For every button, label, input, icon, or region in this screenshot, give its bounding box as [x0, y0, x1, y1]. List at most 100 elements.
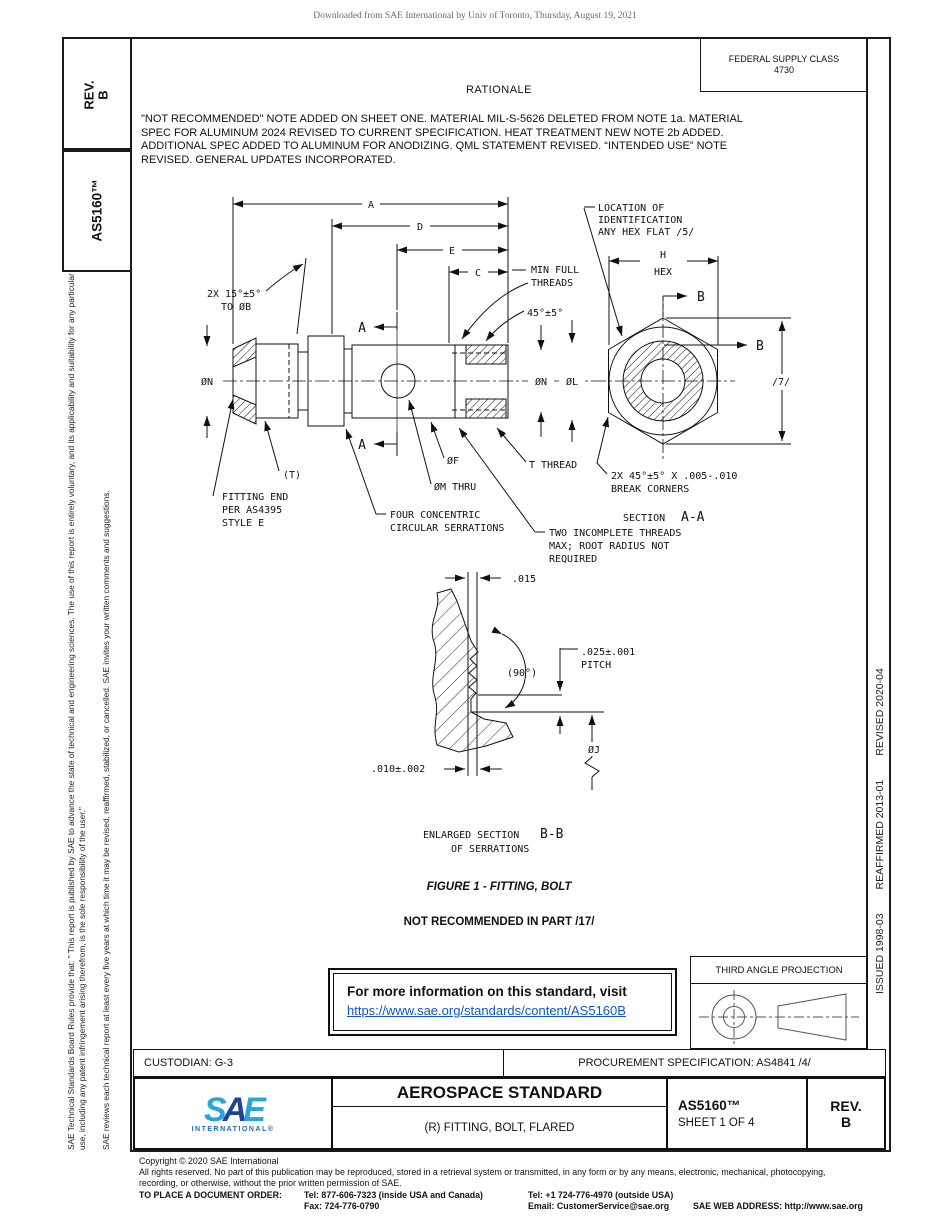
- sae-boilerplate-2: SAE reviews each technical report at lea…: [101, 490, 111, 1150]
- rev-cell-label: REV.: [830, 1097, 862, 1114]
- figure-caption: FIGURE 1 - FITTING, BOLT: [426, 881, 572, 893]
- sae-logo-e: E: [243, 1090, 266, 1129]
- fitting-end-label1: FITTING END: [222, 492, 288, 503]
- enlarged-section-word: ENLARGED SECTION: [423, 830, 519, 841]
- info-box-text: For more information on this standard, v…: [347, 984, 627, 999]
- dim-90deg-label: (90°): [507, 668, 537, 679]
- enlarged-section-bb-label: B-B: [540, 827, 564, 842]
- dia-l-label: ØL: [566, 376, 578, 388]
- sae-logo-subtext: INTERNATIONAL®: [191, 1125, 275, 1133]
- incomplete-threads-label2: MAX; ROOT RADIUS NOT: [549, 541, 669, 552]
- chamfer-15-label2: TO ØB: [221, 301, 251, 313]
- serrations-label2: CIRCULAR SERRATIONS: [390, 523, 504, 534]
- serrations-label1: FOUR CONCENTRIC: [390, 510, 480, 521]
- issued-date: ISSUED 1998-03: [874, 913, 886, 994]
- dia-j-bg: [581, 742, 607, 756]
- min-full-threads-label2: THREADS: [531, 278, 573, 289]
- of-serrations-label: OF SERRATIONS: [451, 844, 529, 855]
- rationale-line: SPEC FOR ALUMINUM 2024 REVISED TO CURREN…: [141, 126, 724, 139]
- break-corners-label1: 2X 45°±5° X .005-.010: [611, 471, 737, 482]
- sae-boilerplate-1: SAE Technical Standards Board Rules prov…: [66, 273, 87, 1150]
- section-b-label-top: B: [697, 290, 705, 305]
- dia-f-label: ØF: [447, 455, 459, 467]
- incomplete-threads-label1: TWO INCOMPLETE THREADS: [549, 528, 681, 539]
- third-angle-projection-label: THIRD ANGLE PROJECTION: [691, 957, 867, 984]
- chamfer-15-leader: [265, 257, 307, 335]
- rationale-line: ADDITIONAL SPEC ADDED TO ALUMINUM FOR AN…: [141, 140, 728, 153]
- dim-010-label: .010±.002: [371, 764, 425, 775]
- third-angle-projection-symbol: [699, 990, 859, 1044]
- rationale-text: "NOT RECOMMENDED" NOTE ADDED ON SHEET ON…: [141, 113, 871, 167]
- footer-email: Email: CustomerService@sae.org: [528, 1201, 670, 1211]
- t-thread-label: T THREAD: [529, 460, 577, 471]
- break-corners-label2: BREAK CORNERS: [611, 484, 689, 495]
- footer-tel-inside: Tel: 877-606-7323 (inside USA and Canada…: [304, 1190, 483, 1200]
- sae-logo-s: S: [204, 1090, 227, 1129]
- title-block: SAE INTERNATIONAL® AEROSPACE STANDARD (R…: [133, 1077, 886, 1150]
- section-aa-label: A-A: [681, 510, 705, 525]
- section-b-label-mid: B: [756, 339, 764, 354]
- doc-title: (R) FITTING, BOLT, FLARED: [424, 1121, 575, 1134]
- custodian-cell: CUSTODIAN: G-3: [134, 1050, 504, 1076]
- dim-label-a: A: [368, 200, 374, 211]
- dim-label-d: D: [417, 222, 423, 233]
- bolt-side-view: [200, 320, 592, 442]
- figure-1-drawing: A D E C MIN FULL THREADS 2X 15°±5° TO ØB…: [194, 197, 796, 855]
- dia-n-left-bg: [194, 373, 220, 389]
- dim-label-e: E: [449, 246, 455, 257]
- location-id-leader: [583, 206, 623, 337]
- incomplete-threads-label3: REQUIRED: [549, 554, 597, 565]
- download-note: Downloaded from SAE International by Uni…: [313, 11, 637, 21]
- dia-n-left-label: ØN: [201, 376, 213, 388]
- location-id-label2: IDENTIFICATION: [598, 215, 682, 226]
- custodian-row: CUSTODIAN: G-3 PROCUREMENT SPECIFICATION…: [133, 1049, 886, 1077]
- sheet-number: SHEET 1 OF 4: [678, 1117, 755, 1129]
- location-id-label1: LOCATION OF: [598, 203, 664, 214]
- footer-copyright: Copyright © 2020 SAE International: [139, 1156, 279, 1166]
- dim-015-label: .015: [512, 574, 536, 585]
- callout-leaders: [212, 398, 610, 533]
- sae-logo: SAE INTERNATIONAL®: [135, 1079, 333, 1148]
- standard-number-box: AS5160™: [62, 148, 132, 272]
- dim-label-c: C: [475, 268, 481, 279]
- footer-rights-2: recording, or otherwise, without the pri…: [139, 1178, 402, 1188]
- sae-logo-a: A: [222, 1090, 247, 1129]
- fitting-end-label3: STYLE E: [222, 518, 264, 529]
- doc-number-cell: AS5160™ SHEET 1 OF 4: [668, 1079, 808, 1148]
- hex-dim-h: H: [660, 250, 666, 261]
- hex-dim-hex: HEX: [654, 267, 672, 278]
- footer-fax: Fax: 724-776-0790: [304, 1201, 380, 1211]
- info-box: For more information on this standard, v…: [328, 968, 677, 1036]
- section-a-label-top: A: [358, 321, 366, 336]
- dim-seven-bg: [766, 374, 796, 388]
- federal-supply-class-label: FEDERAL SUPPLY CLASS: [728, 54, 840, 64]
- dia-n-right-label: ØN: [535, 376, 547, 388]
- rev-box-value: B: [96, 89, 111, 100]
- footer-rights-1: All rights reserved. No part of this pub…: [139, 1167, 826, 1177]
- dia-m-label: ØM THRU: [434, 481, 476, 493]
- chamfer-45-label: 45°±5°: [527, 308, 563, 319]
- doc-type: AEROSPACE STANDARD: [333, 1079, 666, 1107]
- fitting-end-label2: PER AS4395: [222, 505, 282, 516]
- rev-cell: REV. B: [808, 1079, 884, 1148]
- hex-end-view: [592, 256, 791, 461]
- rationale-line: "NOT RECOMMENDED" NOTE ADDED ON SHEET ON…: [141, 113, 743, 125]
- standard-link[interactable]: https://www.sae.org/standards/content/AS…: [347, 1003, 626, 1018]
- federal-supply-class-value: 4730: [773, 65, 795, 75]
- doc-number: AS5160™: [678, 1098, 741, 1113]
- dimension-lines-top: [232, 197, 509, 344]
- footer-web: SAE WEB ADDRESS: http://www.sae.org: [693, 1201, 863, 1211]
- title-block-center: AEROSPACE STANDARD (R) FITTING, BOLT, FL…: [333, 1079, 668, 1148]
- not-recommended-note: NOT RECOMMENDED IN PART /17/: [403, 916, 595, 928]
- footer-tel-outside: Tel: +1 724-776-4970 (outside USA): [528, 1190, 674, 1200]
- chamfer-45-leader: [485, 310, 525, 342]
- rationale-title: RATIONALE: [465, 84, 533, 96]
- section-aa-word: SECTION: [623, 513, 665, 524]
- chamfer-15-label: 2X 15°±5°: [207, 289, 261, 300]
- section-a-label-bottom: A: [358, 438, 366, 453]
- dia-l-bg: [559, 373, 585, 389]
- min-full-threads-leader: [461, 269, 529, 340]
- dia-n-right-bg: [528, 373, 554, 389]
- federal-supply-class-box: FEDERAL SUPPLY CLASS 4730: [700, 39, 867, 92]
